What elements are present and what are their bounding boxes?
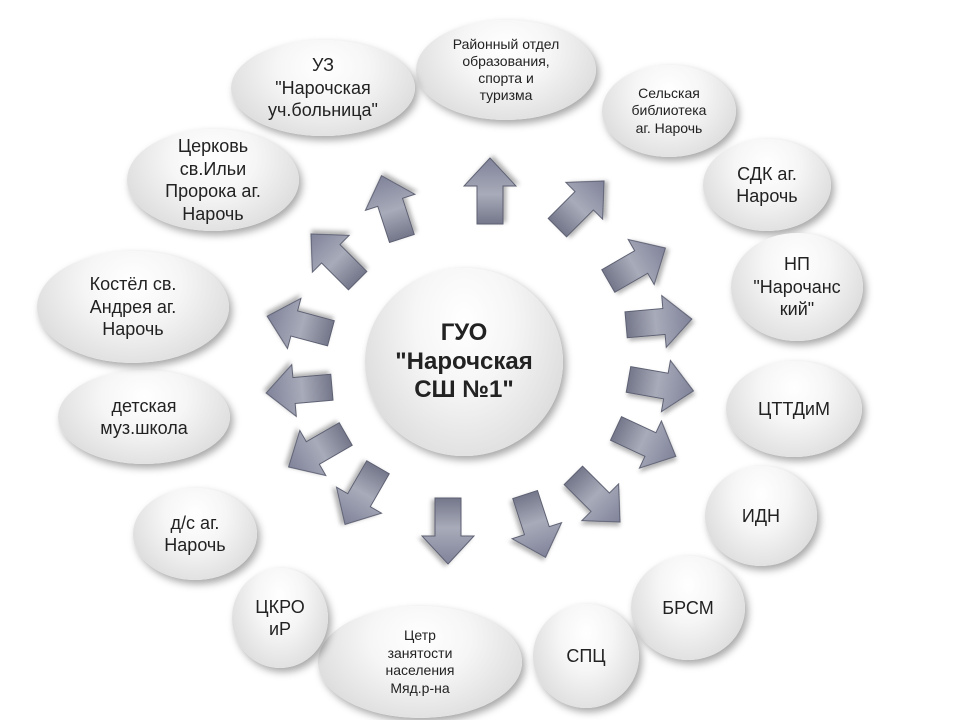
arrow-ds-naroch [287,422,353,477]
arrow-kostel [266,297,335,350]
arrow-np-narochansky [624,294,693,349]
node-idn: ИДН [705,466,817,566]
node-ds-naroch: д/с аг. Нарочь [133,488,257,580]
node-uz-bolnica: УЗ "Нарочская уч.больница" [231,40,415,136]
node-rayonny-otdel: Районный отдел образования, спорта и тур… [416,20,596,120]
arrow-rayonny-otdel [462,157,518,225]
arrow-uz-bolnica [364,174,417,244]
arrow-idn [609,416,677,469]
arrow-selskaya-biblioteka [547,180,605,238]
node-kostel: Костёл св. Андрея аг. Нарочь [37,251,229,363]
arrow-ctt-dim [625,359,695,413]
node-ctt-dim: ЦТТДиМ [726,361,862,457]
node-np-narochansky: НП "Нарочанс кий" [731,233,863,341]
arrow-sdk [601,238,667,293]
arrow-muz-shkola [265,363,334,418]
node-sdk: СДК аг. Нарочь [703,139,831,231]
center-node: ГУО "Нарочская СШ №1" [365,268,563,456]
arrow-ckro [335,460,390,526]
node-centr-zanyatosti: Цетр занятости населения Мяд.р-на [318,606,522,718]
node-muz-shkola: детская муз.школа [58,370,230,464]
arrow-spc [510,489,563,559]
arrow-brsm [563,465,621,523]
node-ckro: ЦКРО иР [232,568,328,668]
node-brsm: БРСМ [631,556,745,660]
arrow-tserkov [310,233,368,291]
node-spc: СПЦ [533,604,639,708]
node-selskaya-biblioteka: Сельская библиотека аг. Нарочь [602,65,736,157]
arrow-centr-zanyatosti [420,497,476,565]
node-tserkov: Церковь св.Ильи Пророка аг. Нарочь [127,129,299,231]
